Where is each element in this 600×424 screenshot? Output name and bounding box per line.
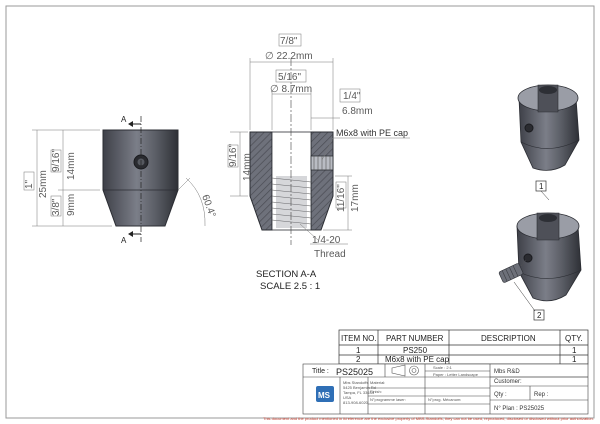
- title-label: Title :: [312, 368, 329, 375]
- dim-section-upper-mm: 14mm: [242, 153, 253, 181]
- footer-disclaimer: This document and the product mentioned …: [263, 416, 594, 421]
- material-label: Material:: [370, 380, 385, 385]
- bom-header-qty: QTY.: [565, 334, 583, 343]
- qty-label: Qty :: [494, 392, 507, 398]
- dim-slot-inch: 1/4": [343, 91, 361, 102]
- svg-text:813-908-6020: 813-908-6020: [343, 400, 369, 405]
- bom-row1-part: PS250: [403, 346, 428, 355]
- set-screw-section: [310, 155, 334, 171]
- bom-row2-qty: 1: [572, 355, 577, 364]
- front-view: A A 1" 25mm 9/16" 14mm 3/8" 9mm 60.4°: [23, 115, 218, 245]
- dim-chamfer-angle: 60.4°: [199, 193, 217, 219]
- section-marker-a-bottom: A: [121, 236, 127, 245]
- prog-mecanum-label: N°prog. Mécanum:: [428, 397, 461, 402]
- table-row: 2 M6x8 with PE cap 1: [356, 355, 577, 364]
- table-row: 1 PS250 1: [356, 346, 577, 355]
- dim-section-upper-inch: 9/16": [228, 144, 239, 167]
- isometric-view-exploded: [498, 212, 582, 302]
- projection-symbol-icon: [391, 364, 419, 377]
- bom-header-part: PART NUMBER: [386, 334, 444, 343]
- thread-size-label: 1/4-20: [312, 235, 341, 246]
- dim-thread-depth-mm: 17mm: [350, 184, 361, 212]
- company-label: Mbs R&D: [494, 369, 520, 375]
- bom-row2-item: 2: [356, 355, 361, 364]
- section-marker-a-top: A: [121, 115, 127, 124]
- thread-word-label: Thread: [314, 249, 346, 260]
- title-value: PS25025: [336, 367, 373, 377]
- dim-outer-dia-inch: 7/8": [280, 36, 298, 47]
- svg-text:2: 2: [537, 311, 542, 320]
- svg-text:Tampa, FL 33634: Tampa, FL 33634: [343, 390, 375, 395]
- bom-row1-qty: 1: [572, 346, 577, 355]
- dim-total-mm: 25mm: [38, 170, 49, 198]
- callout-set-screw: M6x8 with PE cap: [336, 128, 408, 138]
- isometric-view-part: [517, 84, 580, 171]
- dim-upper-inch: 9/16": [51, 149, 62, 172]
- prog-laser-label: N°programme laser:: [370, 397, 406, 402]
- finish-label: Finish:: [370, 389, 382, 394]
- bom-header-row: ITEM NO. PART NUMBER DESCRIPTION QTY.: [341, 334, 583, 343]
- customer-label: Customer:: [494, 379, 522, 385]
- dim-inner-dia-mm: ∅ 8.7mm: [270, 84, 312, 95]
- section-scale: SCALE 2.5 : 1: [260, 281, 320, 292]
- dim-thread-depth-inch: 11/16": [336, 184, 347, 212]
- dim-slot-mm: 6.8mm: [342, 106, 373, 117]
- bom-row2-part: M6x8 with PE cap: [385, 355, 450, 364]
- dim-total-inch: 1": [24, 179, 35, 189]
- scale-label: Scale : 2:1: [433, 365, 453, 370]
- svg-text:Mbs Standoffs: Mbs Standoffs: [343, 380, 369, 385]
- bom-table: [338, 329, 589, 365]
- svg-text:5425 Benjamin Rd: 5425 Benjamin Rd: [343, 385, 376, 390]
- sheet-border: [5, 5, 595, 419]
- dim-lower-mm: 9mm: [66, 194, 77, 216]
- balloon-1: 1: [535, 180, 550, 201]
- section-title: SECTION A-A: [256, 269, 317, 280]
- balloon-2: 2: [513, 281, 545, 321]
- bom-header-item: ITEM NO.: [341, 334, 377, 343]
- svg-text:1: 1: [539, 182, 544, 191]
- section-view: 7/8" ∅ 22.2mm 5/16" ∅ 8.7mm 1/4" 6.8mm M…: [227, 33, 410, 292]
- rep-label: Rep :: [534, 392, 549, 398]
- bom-header-description: DESCRIPTION: [481, 334, 536, 343]
- bom-row1-item: 1: [356, 346, 361, 355]
- paper-label: Paper : Letter Landscape: [433, 372, 479, 377]
- svg-text:USA: USA: [343, 395, 352, 400]
- title-block-grid: [302, 363, 589, 415]
- company-logo: MS: [316, 386, 334, 402]
- dim-lower-inch: 3/8": [51, 198, 62, 216]
- svg-text:MS: MS: [318, 391, 331, 400]
- dim-inner-dia-inch: 5/16": [278, 72, 301, 83]
- company-address: Mbs Standoffs 5425 Benjamin Rd Tampa, FL…: [343, 380, 376, 405]
- plan-label: N° Plan : PS25025: [494, 406, 545, 412]
- dim-upper-mm: 14mm: [66, 152, 77, 180]
- dim-outer-dia-mm: ∅ 22.2mm: [265, 51, 313, 62]
